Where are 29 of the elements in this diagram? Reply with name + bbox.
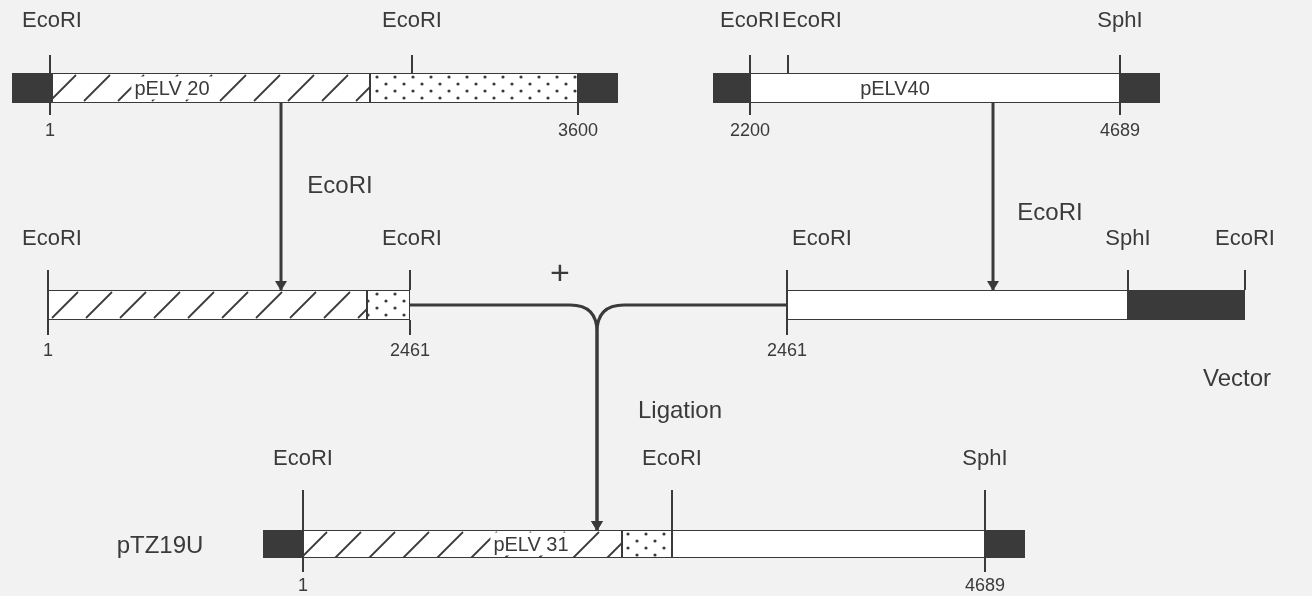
site-label: SphI [962,447,1008,469]
site-label: EcoRI [720,9,780,31]
arrow [987,103,999,291]
arrow [591,303,787,531]
site-label: EcoRI [22,9,82,31]
position-number: 2461 [767,341,807,359]
construct-name: Vector [1203,366,1271,390]
site-label: EcoRI [22,227,82,249]
arrow [275,103,287,291]
site-label: SphI [1097,9,1143,31]
position-number: 1 [45,121,55,139]
position-number: 2200 [730,121,770,139]
position-number: 4689 [1100,121,1140,139]
plus-sign: + [550,255,570,289]
position-number: 2461 [390,341,430,359]
position-number: 4689 [965,576,1005,594]
site-label: EcoRI [382,227,442,249]
site-label: EcoRI [782,9,842,31]
site-label: EcoRI [1215,227,1275,249]
construct-name: pTZ19U [116,533,204,557]
segment-label: pELV 20 [131,76,213,100]
site-label: SphI [1105,227,1151,249]
site-label: EcoRI [382,9,442,31]
site-label: EcoRI [792,227,852,249]
site-label: EcoRI [642,447,702,469]
position-number: 3600 [558,121,598,139]
site-label: EcoRI [273,447,333,469]
position-number: 1 [43,341,53,359]
position-number: 1 [298,576,308,594]
